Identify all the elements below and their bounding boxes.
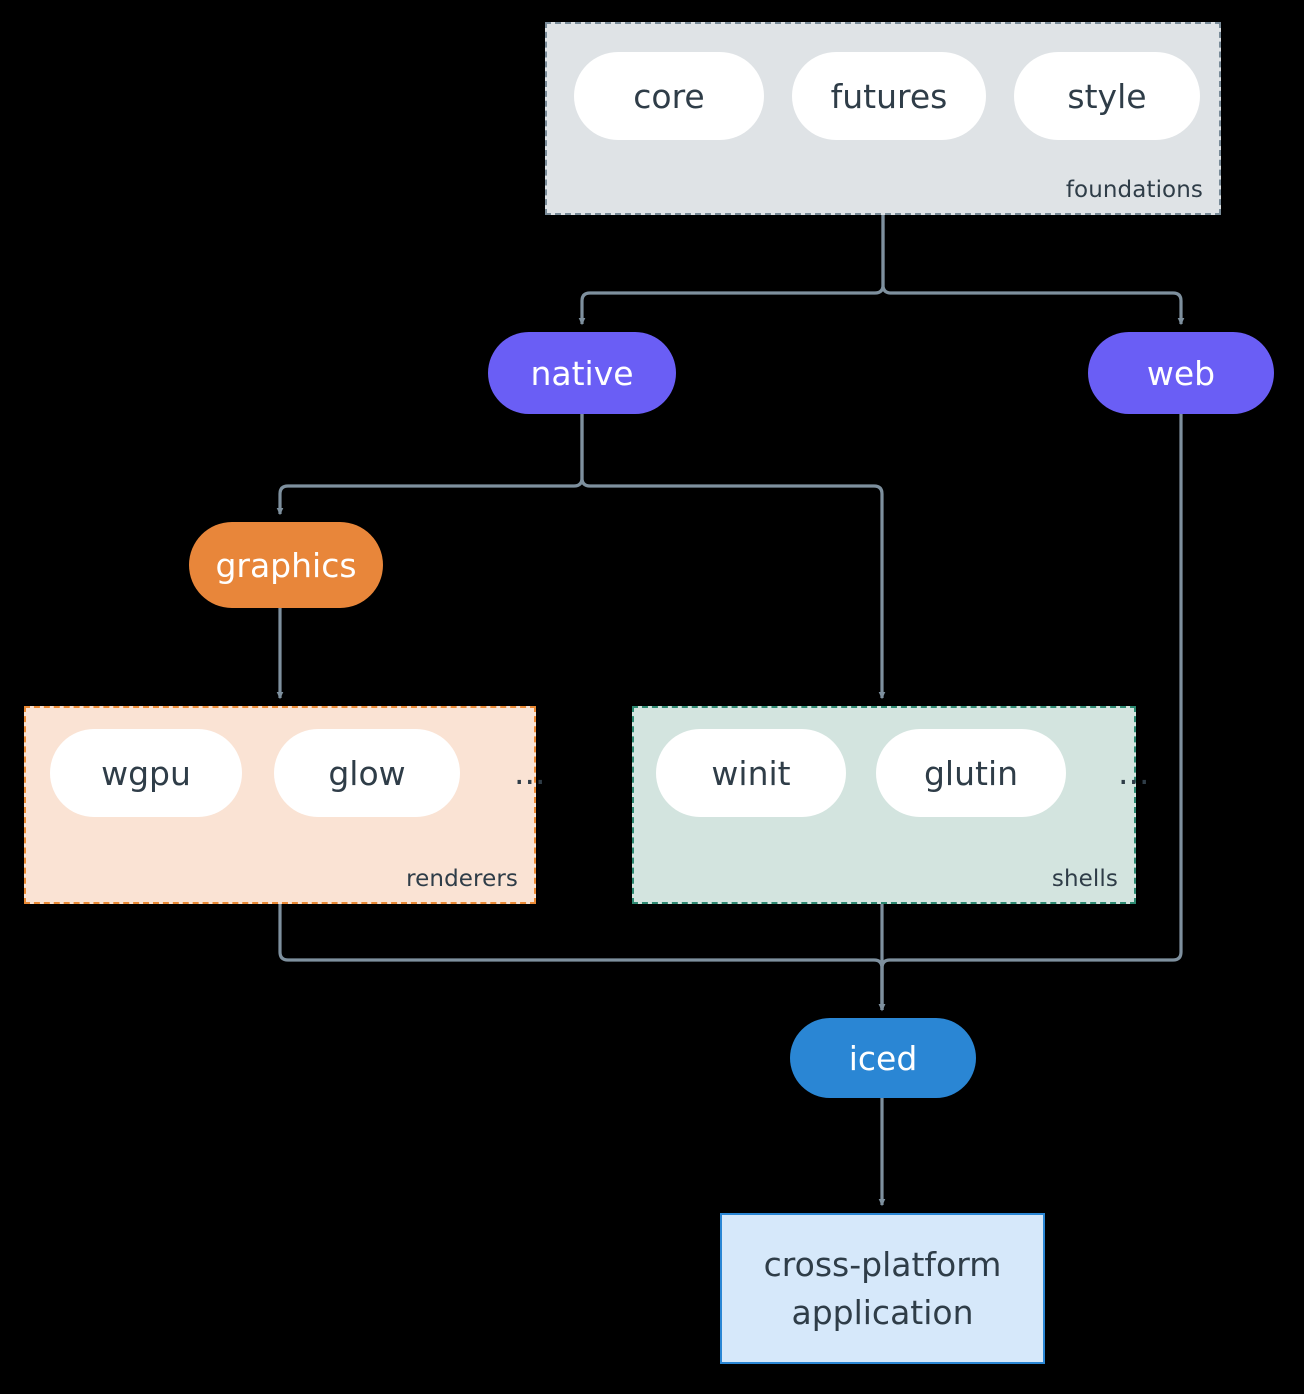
group-renderers: wgpu glow ... renderers <box>24 706 545 904</box>
pill-core[interactable]: core <box>574 52 764 140</box>
edge-renderers-iced <box>278 904 886 1012</box>
pill-winit-label: winit <box>711 753 791 793</box>
application-line-1: cross-platform <box>763 1244 1002 1284</box>
node-web[interactable]: web <box>1088 332 1274 414</box>
edge-native-graphics <box>276 414 584 516</box>
pill-glow[interactable]: glow <box>274 729 460 817</box>
group-shells: winit glutin ... shells <box>632 706 1149 904</box>
pill-futures[interactable]: futures <box>792 52 986 140</box>
pill-glutin[interactable]: glutin <box>876 729 1066 817</box>
group-foundations: core futures style foundations <box>545 22 1221 215</box>
node-graphics-label: graphics <box>215 545 357 585</box>
renderers-pill-row: wgpu glow ... <box>50 729 545 817</box>
edge-native-shells <box>580 414 886 700</box>
shells-pill-row: winit glutin ... <box>656 729 1149 817</box>
box-cross-platform-application[interactable]: cross-platform application <box>720 1213 1045 1364</box>
node-web-label: web <box>1146 353 1216 393</box>
edge-foundations-native <box>578 215 885 326</box>
pill-style[interactable]: style <box>1014 52 1200 140</box>
node-graphics[interactable]: graphics <box>189 522 383 608</box>
application-line-2: application <box>791 1292 974 1332</box>
node-iced-label: iced <box>848 1038 918 1078</box>
pill-core-label: core <box>633 76 705 116</box>
group-shells-label: shells <box>1051 866 1118 892</box>
group-renderers-label: renderers <box>406 866 518 892</box>
pill-glow-label: glow <box>328 753 406 793</box>
pill-wgpu[interactable]: wgpu <box>50 729 242 817</box>
edge-foundations-web <box>881 215 1185 326</box>
node-iced[interactable]: iced <box>790 1018 976 1098</box>
pill-glutin-label: glutin <box>923 753 1019 793</box>
foundations-pill-row: core futures style <box>574 52 1200 140</box>
pill-style-label: style <box>1067 76 1147 116</box>
node-native[interactable]: native <box>488 332 676 414</box>
pill-winit[interactable]: winit <box>656 729 846 817</box>
group-foundations-label: foundations <box>1065 177 1203 203</box>
pill-wgpu-label: wgpu <box>101 753 191 793</box>
shells-more-ellipsis: ... <box>1118 753 1150 792</box>
node-native-label: native <box>530 353 634 393</box>
renderers-more-ellipsis: ... <box>514 753 546 792</box>
pill-futures-label: futures <box>830 76 948 116</box>
